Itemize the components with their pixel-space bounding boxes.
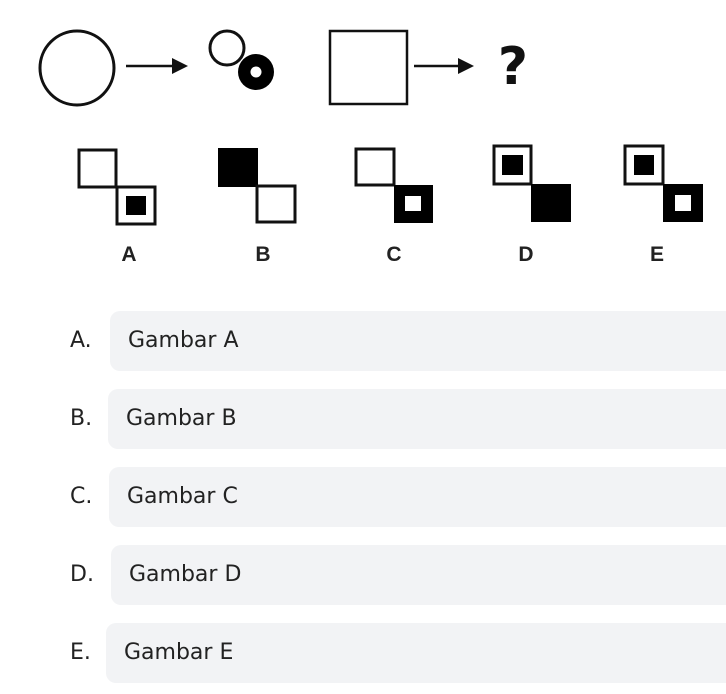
option-letter-d: D. [70,562,94,587]
problem-pair: ? [328,29,528,106]
option-box-e[interactable]: Gambar E [106,623,726,683]
option-letter-c: C. [70,484,93,509]
big-circle-shape [38,29,116,107]
choice-label-b: B [255,243,270,266]
option-text-b: Gambar B [126,406,237,431]
option-letter-a: A. [70,328,92,353]
choice-figure-d: D [492,144,571,266]
choice-figure-c: C [354,147,433,266]
arrow-icon [414,58,474,74]
question-figure: ? A B C D [0,0,726,290]
option-b[interactable]: B. Gambar B [0,389,726,449]
question-mark: ? [498,37,528,97]
big-square-shape [328,29,409,106]
choice-label-d: D [518,243,533,266]
option-text-a: Gambar A [128,328,239,353]
small-white-circle-shape [208,29,246,67]
option-text-d: Gambar D [129,562,242,587]
option-letter-b: B. [70,406,93,431]
choice-figure-b: B [218,148,297,266]
choice-figure-e: E [623,144,703,266]
option-d[interactable]: D. Gambar D [0,545,726,605]
option-box-a[interactable]: Gambar A [110,311,726,371]
option-e[interactable]: E. Gambar E [0,623,726,683]
option-a[interactable]: A. Gambar A [0,311,726,371]
example-pair [38,29,274,107]
option-text-e: Gambar E [124,640,234,665]
choice-figure-a: A [77,148,157,266]
choice-label-c: C [386,243,401,266]
option-box-c[interactable]: Gambar C [109,467,726,527]
figure-image: ? A B C D [38,29,703,266]
option-box-d[interactable]: Gambar D [111,545,726,605]
arrow-icon [126,58,188,74]
choice-label-e: E [650,243,664,266]
choice-label-a: A [121,243,136,266]
option-c[interactable]: C. Gambar C [0,467,726,527]
option-letter-e: E. [70,640,91,665]
option-text-c: Gambar C [127,484,238,509]
option-box-b[interactable]: Gambar B [108,389,726,449]
